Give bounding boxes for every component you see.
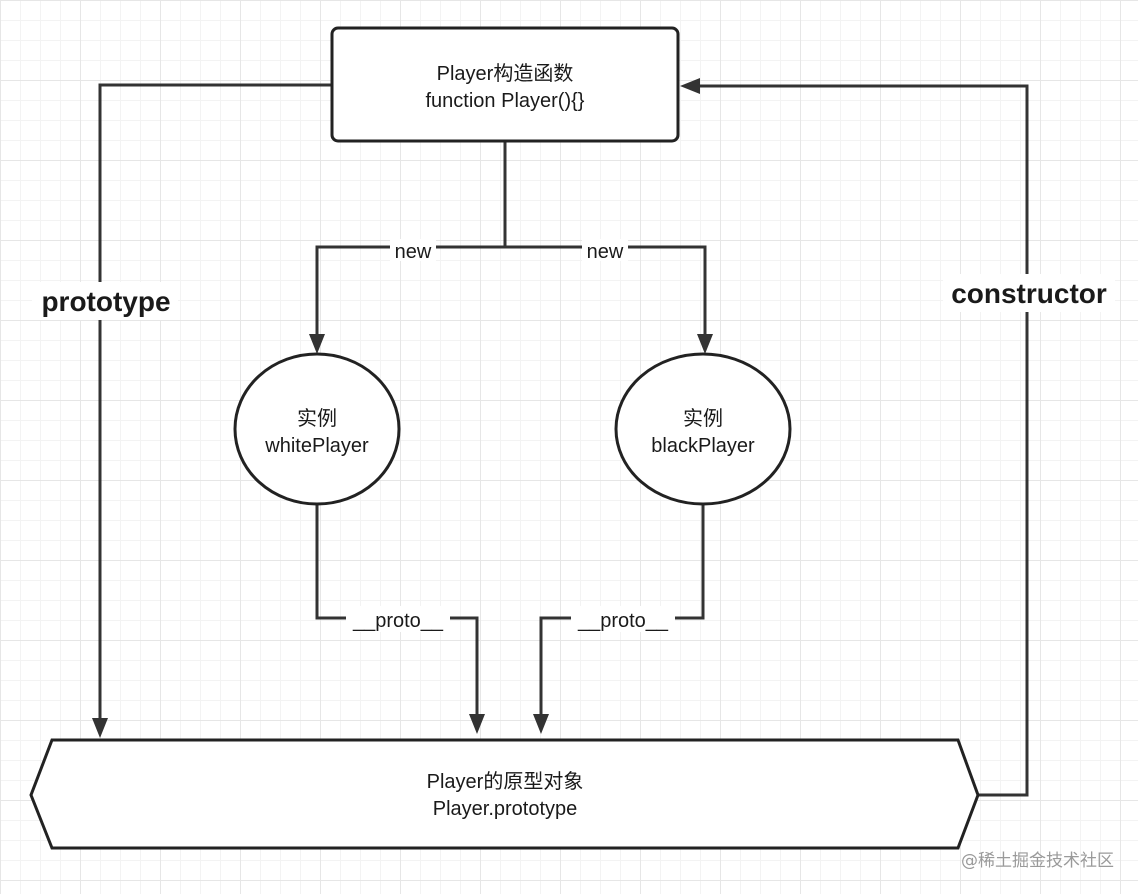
- white-player-kind: 实例: [297, 407, 337, 430]
- edge-label-proto-left: __proto__: [346, 606, 450, 632]
- watermark-text: @稀土掘金技术社区: [961, 851, 1114, 871]
- black-player-kind: 实例: [683, 407, 723, 430]
- node-constructor-function: Player构造函数 function Player(){}: [330, 26, 680, 143]
- edge-label-constructor: constructor: [943, 274, 1115, 312]
- edge-new-black: [505, 245, 713, 354]
- node-white-player: 实例 whitePlayer: [233, 352, 401, 506]
- node-black-player: 实例 blackPlayer: [614, 352, 792, 506]
- black-player-name: blackPlayer: [651, 435, 755, 457]
- svg-text:constructor: constructor: [951, 278, 1107, 309]
- svg-text:new: new: [395, 241, 432, 263]
- edge-label-new-left: new: [390, 239, 436, 263]
- constructor-code: function Player(){}: [426, 90, 585, 112]
- edge-prototype: [92, 83, 332, 738]
- white-player-name: whitePlayer: [264, 435, 369, 457]
- edge-label-proto-right: __proto__: [571, 606, 675, 632]
- node-prototype-object: Player的原型对象 Player.prototype: [29, 738, 980, 850]
- svg-text:new: new: [587, 241, 624, 263]
- edge-label-new-right: new: [582, 239, 628, 263]
- svg-text:__proto__: __proto__: [352, 610, 444, 632]
- svg-text:prototype: prototype: [41, 286, 170, 317]
- prototype-object-code: Player.prototype: [433, 798, 578, 820]
- edge-constructor: [680, 78, 1029, 797]
- svg-text:__proto__: __proto__: [577, 610, 669, 632]
- edge-label-prototype: prototype: [32, 282, 178, 320]
- prototype-object-title: Player的原型对象: [427, 770, 584, 793]
- constructor-title: Player构造函数: [437, 62, 574, 85]
